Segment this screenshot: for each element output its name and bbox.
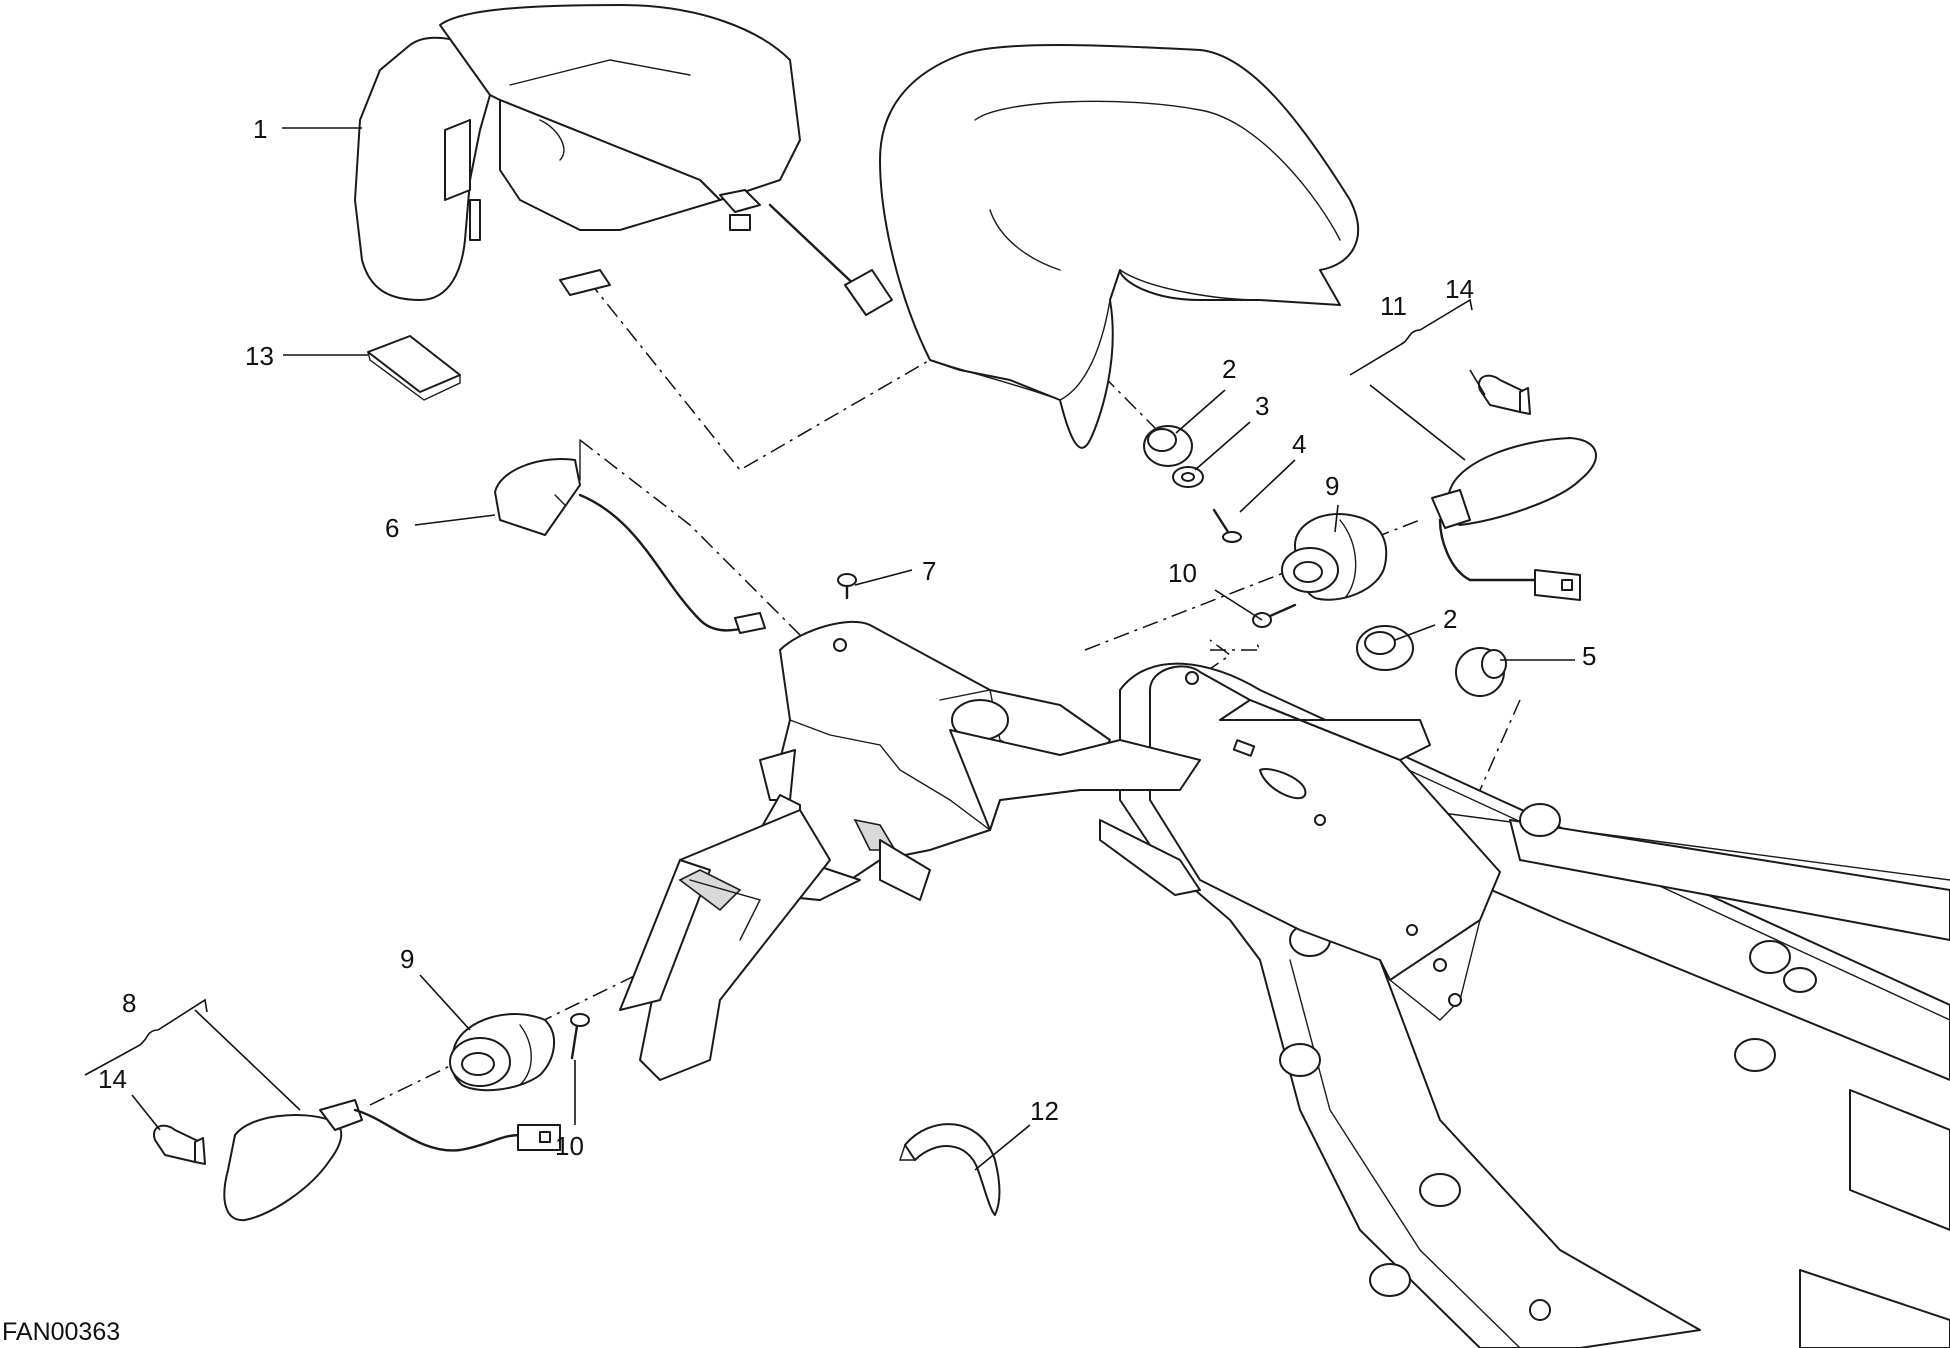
callout-12: 12 [1030, 1096, 1059, 1126]
brace-11 [1349, 298, 1473, 376]
drawing-code: FAN00363 [2, 1318, 120, 1346]
callout-14-top: 14 [1445, 274, 1474, 304]
callout-4: 4 [1292, 429, 1306, 459]
callout-13: 13 [245, 341, 274, 371]
leader-lines [131, 127, 1575, 1171]
screw-10-left [570, 1013, 590, 1060]
callout-6: 6 [385, 513, 399, 543]
callout-11: 11 [1380, 291, 1407, 321]
sensor [494, 439, 766, 634]
grommet-middle [1356, 625, 1414, 671]
callout-2-middle: 2 [1443, 604, 1457, 634]
foam-pad [367, 335, 461, 401]
bulb-bottom [153, 1124, 206, 1165]
cable-tie [899, 1123, 1001, 1216]
washer [1172, 466, 1204, 488]
rubber-mount-left [449, 1013, 556, 1092]
callout-labels: 1 13 6 7 2 3 4 11 14 9 10 2 5 8 14 9 10 … [98, 114, 1596, 1161]
plate-bracket [1099, 665, 1501, 1021]
callout-7: 7 [922, 556, 936, 586]
callout-5: 5 [1582, 641, 1596, 671]
callout-14-bottom: 14 [98, 1064, 127, 1094]
bulb-top [1478, 374, 1531, 415]
license-plate-holder [619, 620, 1201, 1081]
callout-3: 3 [1255, 391, 1269, 421]
grommet-top [1143, 425, 1193, 467]
screw-10-right [1252, 603, 1297, 628]
tail-cover [879, 44, 1360, 449]
tail-light [354, 4, 893, 316]
callout-1: 1 [253, 114, 267, 144]
screw-top [1212, 508, 1242, 543]
callout-9-right: 9 [1325, 471, 1339, 501]
callout-9-left: 9 [400, 944, 414, 974]
turn-signal-right [1431, 437, 1597, 601]
callout-10-right: 10 [1168, 558, 1197, 588]
callout-10-left: 10 [555, 1131, 584, 1161]
turn-signal-left [223, 1099, 561, 1222]
grommet-5 [1455, 647, 1507, 697]
callout-8: 8 [122, 988, 136, 1018]
callout-2-top: 2 [1222, 354, 1236, 384]
screw-7 [837, 573, 857, 600]
brace-8 [84, 998, 208, 1076]
rubber-mount-right [1281, 513, 1388, 601]
